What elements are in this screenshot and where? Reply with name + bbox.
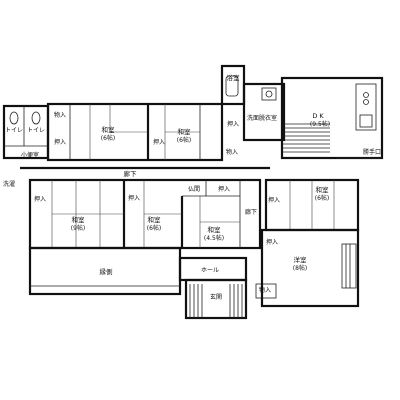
label-hall: ホール (201, 267, 219, 274)
label-washitsu-d: 和室 (72, 215, 86, 224)
label-service-entrance: 勝手口 (363, 148, 381, 156)
label-bath: 浴室 (227, 73, 241, 82)
label-youshitsu: 洋室 (294, 255, 308, 264)
label-storage-6: 押入 (34, 195, 46, 203)
label-washitsu-f-size: (4.5帖) (204, 234, 224, 242)
genkan-floor-hatch (189, 284, 243, 318)
label-washitsu-f: 和室 (208, 225, 222, 234)
label-dk: D K (312, 112, 324, 120)
label-storage-1: 物入 (54, 111, 66, 119)
label-storage-11: 物入 (259, 286, 271, 294)
label-corridor-top: 廊下 (124, 169, 138, 178)
entrance (178, 256, 277, 320)
right-rooms (260, 178, 360, 308)
label-storage-10: 押入 (266, 238, 278, 246)
label-youshitsu-size: (8帖) (293, 264, 308, 272)
label-storage-2: 押入 (54, 138, 66, 146)
dk-room (280, 76, 384, 160)
label-sengyou: 洗濯 (3, 180, 15, 188)
label-urinal: 小便室 (21, 151, 39, 159)
label-washroom: 洗面脱衣室 (247, 114, 277, 122)
label-washitsu-e-size: (6帖) (147, 224, 162, 232)
label-storage-7: 押入 (128, 194, 140, 202)
label-toilet: トイレ (5, 127, 23, 134)
label-dk-size: (9.5帖) (310, 120, 330, 128)
upper-rooms (46, 102, 224, 162)
label-storage-8: 押入 (218, 185, 230, 193)
label-washitsu-c-size: (6帖) (315, 194, 330, 202)
label-genkan: 玄関 (210, 293, 222, 301)
label-toilet2: トイレ (27, 127, 45, 134)
label-washitsu-b: 和室 (178, 127, 192, 136)
bath-block (220, 64, 330, 153)
label-storage-4: 押入 (227, 120, 239, 128)
label-butsuma: 仏間 (188, 186, 200, 193)
stairs (282, 123, 330, 153)
label-washitsu-b-size: (6帖) (177, 136, 192, 144)
label-washitsu-a-size: (6帖) (101, 134, 116, 142)
label-storage-9: 押入 (268, 196, 280, 204)
label-engawa: 縁側 (100, 267, 114, 276)
label-washitsu-c: 和室 (316, 185, 330, 194)
label-storage-5: 物入 (226, 148, 238, 156)
label-washitsu-e: 和室 (148, 215, 162, 224)
label-storage-3: 押入 (153, 138, 165, 146)
label-corridor-right: 廊下 (245, 208, 257, 216)
label-washitsu-a: 和室 (102, 125, 116, 134)
label-washitsu-d-size: (9帖) (71, 224, 86, 232)
